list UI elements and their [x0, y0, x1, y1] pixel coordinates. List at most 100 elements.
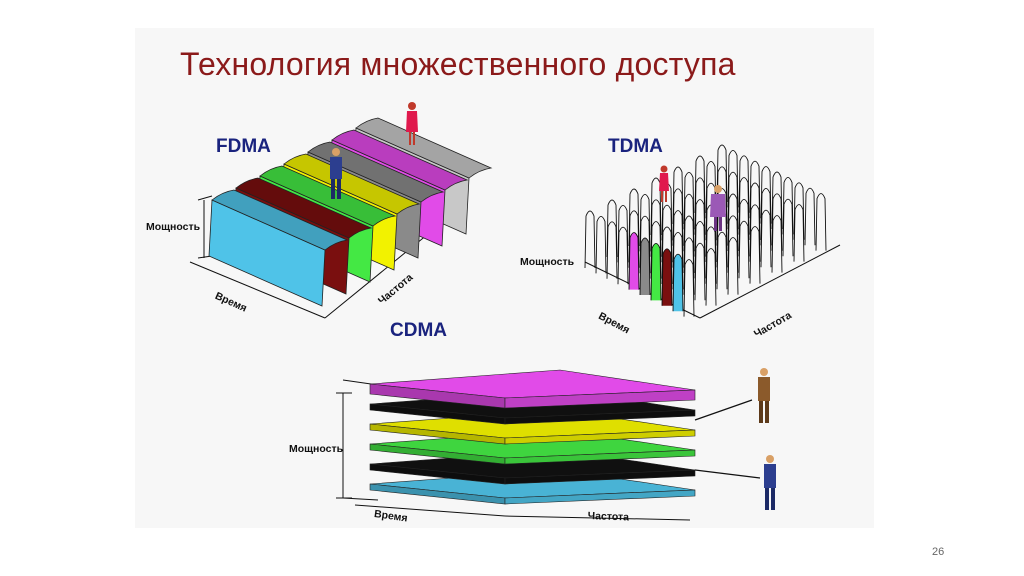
- tdma-slot: [661, 226, 673, 285]
- page-number: 26: [932, 546, 945, 558]
- tdma-slot: [628, 210, 640, 268]
- cdma-power-label: Мощность: [289, 443, 344, 455]
- cdma-layer: [504, 489, 696, 505]
- tdma-slot: [749, 160, 761, 219]
- tdma-slot: [804, 187, 816, 246]
- cdma-layer: [504, 469, 696, 485]
- tdma-power-label: Мощность: [520, 256, 575, 268]
- tdma-slot: [661, 204, 673, 263]
- tdma-slot: [683, 237, 695, 295]
- cdma-layer: [504, 389, 696, 409]
- fdma-band-top: [355, 117, 493, 179]
- tdma-label: TDMA: [608, 136, 663, 157]
- fdma-band-top: [331, 129, 469, 191]
- person-man-icon: [758, 368, 770, 423]
- tdma-slot: [771, 193, 783, 251]
- tdma-slot: [694, 199, 706, 257]
- tdma-slot: [727, 215, 739, 273]
- tdma-slot: [760, 187, 772, 246]
- person-woman-icon: [710, 185, 726, 231]
- tdma-slot: [584, 210, 596, 269]
- tdma-slot: [771, 171, 783, 230]
- tdma-slot: [738, 198, 750, 257]
- tdma-slot: [650, 242, 662, 301]
- tdma-slot: [716, 188, 728, 246]
- cdma-freq-label: Частота: [587, 510, 630, 524]
- tdma-slot: [694, 155, 706, 214]
- tdma-slot: [749, 182, 761, 241]
- tdma-slot: [617, 226, 629, 285]
- cdma-layer: [504, 409, 696, 425]
- cdma-diagram: [336, 369, 761, 521]
- cdma-pointer-line: [694, 469, 761, 479]
- tdma-slot: [705, 248, 717, 306]
- tdma-slot: [672, 253, 684, 312]
- cdma-time-axis: [354, 504, 506, 517]
- fdma-band-top: [259, 165, 397, 227]
- fdma-band-top: [283, 153, 421, 215]
- tdma-slot: [672, 210, 684, 268]
- tdma-slot: [606, 199, 618, 258]
- tdma-slot: [672, 188, 684, 246]
- tdma-slot: [749, 226, 761, 284]
- cdma-layers: [369, 369, 696, 505]
- tdma-slot: [705, 226, 717, 284]
- person-man-icon: [330, 148, 342, 199]
- tdma-slot: [771, 215, 783, 273]
- cdma-freq-axis: [504, 515, 691, 521]
- fdma-power-label: Мощность: [146, 221, 201, 233]
- tdma-slot: [683, 193, 695, 252]
- tdma-slot: [617, 204, 629, 263]
- tdma-slot: [672, 166, 684, 225]
- tdma-slot: [628, 232, 640, 290]
- tdma-slot: [694, 177, 706, 235]
- fdma-band-top: [235, 177, 373, 239]
- person-man-icon: [764, 455, 776, 510]
- cdma-layer: [504, 449, 696, 465]
- person-woman-icon: [659, 165, 669, 202]
- tdma-slot: [716, 166, 728, 224]
- fdma-diagram: [189, 117, 493, 319]
- slide-title: Технология множественного доступа: [180, 46, 736, 82]
- tdma-slot: [716, 231, 728, 290]
- tdma-slot: [782, 176, 794, 235]
- tdma-diagram: [584, 144, 841, 319]
- fdma-bands: [208, 117, 493, 307]
- tdma-freq-axis: [699, 244, 841, 319]
- tdma-slot: [782, 198, 794, 257]
- tdma-slot: [672, 231, 684, 290]
- tdma-slot: [738, 177, 750, 235]
- tdma-slot: [683, 215, 695, 274]
- cdma-label: CDMA: [390, 320, 447, 341]
- tdma-slot: [793, 182, 805, 240]
- tdma-slot: [683, 259, 695, 317]
- fdma-label: FDMA: [216, 136, 271, 157]
- tdma-slot: [694, 242, 706, 301]
- tdma-slot: [639, 193, 651, 252]
- fdma-band-top: [211, 189, 349, 251]
- tdma-slot: [705, 160, 717, 219]
- cdma-layer: [504, 429, 696, 445]
- tdma-slot: [650, 221, 662, 279]
- tdma-slot: [694, 220, 706, 279]
- tdma-slot-grid: [584, 144, 827, 317]
- tdma-slot: [793, 204, 805, 262]
- cdma-pointer-line: [694, 399, 753, 421]
- tdma-slot: [760, 166, 772, 224]
- tdma-slot: [628, 188, 640, 247]
- tdma-slot: [595, 215, 607, 274]
- tdma-slot: [727, 237, 739, 295]
- tdma-slot: [606, 221, 618, 279]
- tdma-slot: [815, 193, 827, 251]
- tdma-slot: [738, 220, 750, 279]
- tdma-slot: [727, 149, 739, 208]
- tdma-slot: [683, 171, 695, 230]
- person-woman-icon: [406, 102, 418, 145]
- tdma-slot: [738, 155, 750, 213]
- tdma-slot: [639, 215, 651, 274]
- fdma-time-axis: [189, 261, 326, 319]
- tdma-slot: [749, 204, 761, 262]
- tdma-slot: [727, 171, 739, 230]
- tdma-slot: [650, 199, 662, 257]
